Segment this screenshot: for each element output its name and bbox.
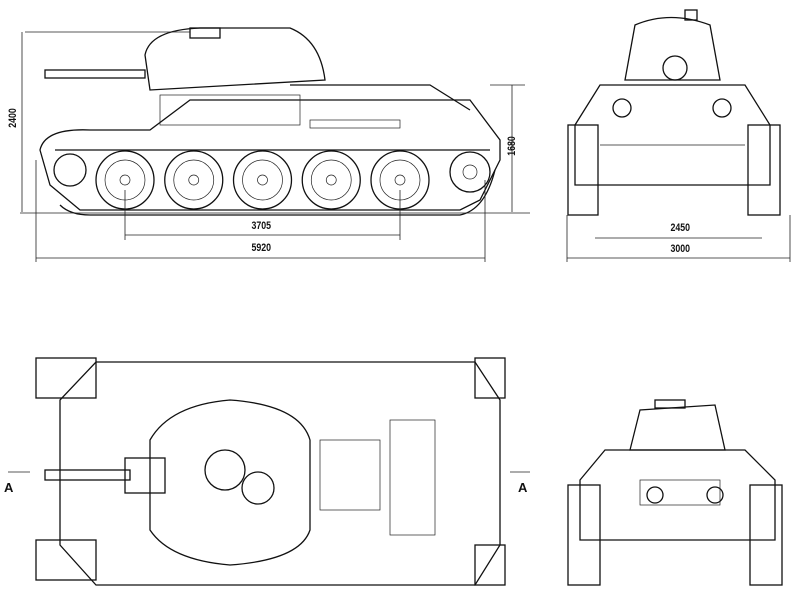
road-wheel-hub xyxy=(394,174,406,186)
dim-hull-height: 1680 xyxy=(506,136,519,156)
road-wheel xyxy=(164,150,224,210)
road-wheel-hub-ring xyxy=(173,159,215,201)
top-view xyxy=(8,357,530,586)
section-marker-left: A xyxy=(4,480,14,495)
dim-width-overall: 3000 xyxy=(670,243,691,255)
road-wheel xyxy=(232,150,293,210)
road-wheel-hub xyxy=(188,174,200,186)
dim-height-overall: 2400 xyxy=(7,108,20,128)
dim-length-overall: 5920 xyxy=(251,242,272,254)
road-wheel-hub xyxy=(257,174,268,186)
rear-view xyxy=(567,399,783,586)
dim-wheelbase: 3705 xyxy=(251,220,272,232)
section-marker-right: A xyxy=(518,480,528,495)
road-wheel-hub xyxy=(119,174,131,186)
drive-sprocket xyxy=(449,151,491,193)
idler-wheel xyxy=(53,153,87,187)
road-wheel xyxy=(301,150,361,210)
side-view xyxy=(20,27,530,262)
dim-track-centers: 2450 xyxy=(670,222,691,234)
drive-sprocket-hub xyxy=(462,164,478,180)
road-wheel-hub-ring xyxy=(310,159,352,201)
front-view xyxy=(566,9,791,262)
road-wheel-hub-ring xyxy=(242,159,283,201)
road-wheel-hub xyxy=(325,174,337,186)
